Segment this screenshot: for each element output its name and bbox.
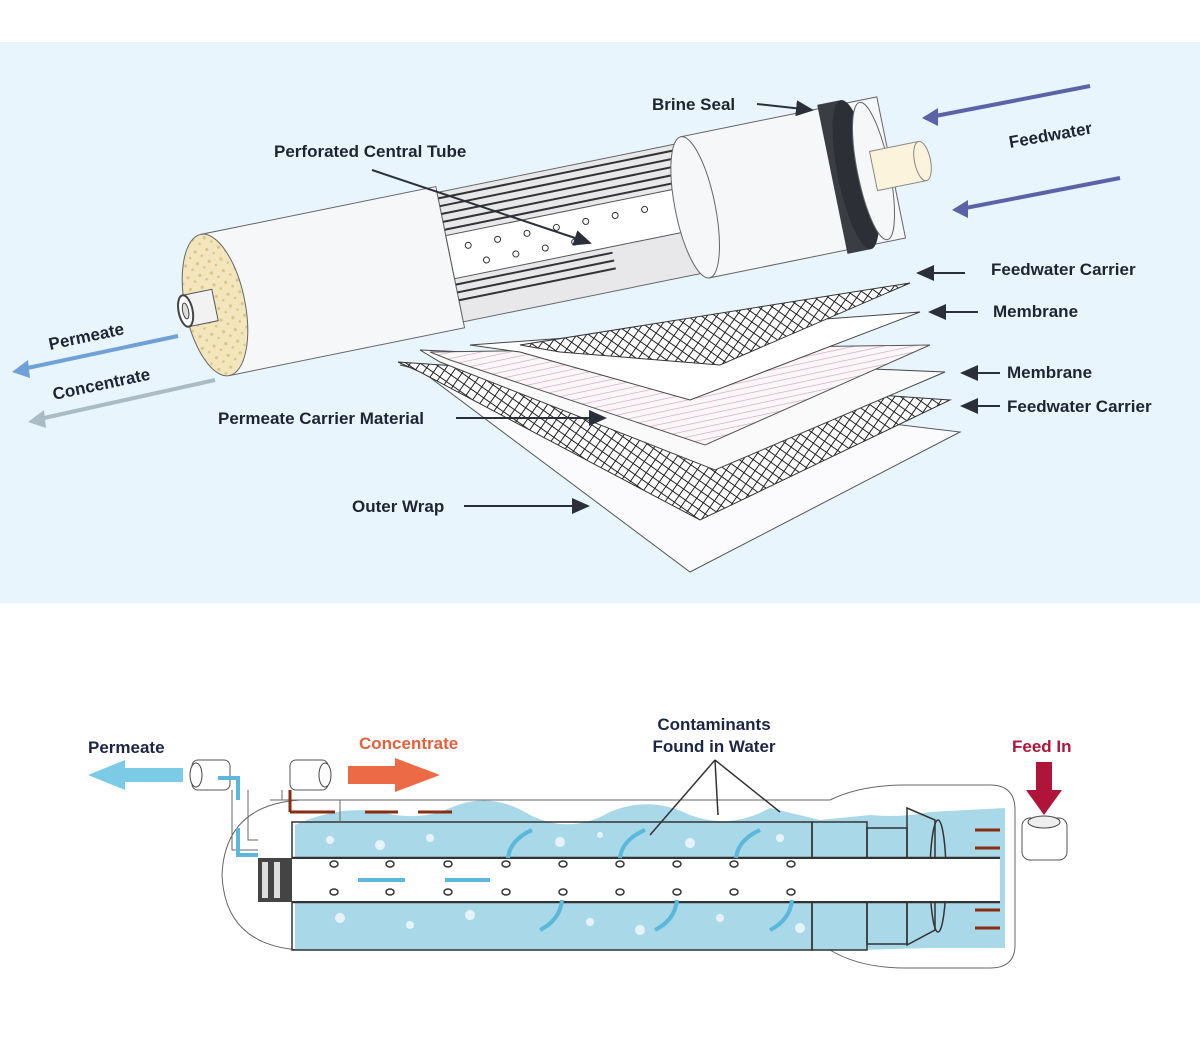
label-contaminants-line1: Contaminants [657, 715, 770, 734]
end-fitting [258, 858, 292, 902]
feedwater-arrow-lower [954, 176, 1121, 212]
label-contaminants-line2: Found in Water [652, 737, 775, 756]
label-membrane-2: Membrane [1007, 363, 1092, 382]
contaminants-pointer-lines [649, 759, 781, 836]
label-feedwater-carrier-1: Feedwater Carrier [991, 260, 1136, 279]
callout-arrows [371, 100, 1000, 514]
label-permeate-bottom: Permeate [88, 738, 165, 757]
label-feed-in: Feed In [1012, 737, 1072, 756]
permeate-arrow [17, 334, 179, 372]
label-membrane-1: Membrane [993, 302, 1078, 321]
tube-perforations [329, 860, 796, 896]
feedwater-carrier-sheet-upper [519, 282, 911, 366]
label-concentrate-bottom: Concentrate [359, 734, 458, 753]
permeate-tube [292, 859, 1000, 901]
membrane-layers [397, 282, 962, 573]
label-permeate-carrier-material: Permeate Carrier Material [218, 409, 424, 428]
label-outer-wrap: Outer Wrap [352, 497, 444, 516]
top-panel-background [0, 42, 1200, 603]
contaminant-particles [326, 832, 805, 935]
label-brine-seal: Brine Seal [652, 95, 735, 114]
label-perforated-central-tube: Perforated Central Tube [274, 142, 466, 161]
concentrate-arrow [34, 378, 216, 422]
feed-in-arrow [1026, 762, 1062, 815]
feedwater-arrow-upper [924, 84, 1091, 120]
concentrate-outlet-fitting [289, 759, 332, 791]
permeate-outlet-fitting [189, 759, 231, 791]
feed-inlet-fitting [1021, 815, 1068, 861]
concentrate-out-arrow [348, 758, 440, 792]
ro-flow-cross-section [88, 758, 1068, 969]
permeate-flow-arrows [218, 776, 794, 932]
concentrate-flow-arrows [288, 790, 1000, 930]
label-feedwater-carrier-2: Feedwater Carrier [1007, 397, 1152, 416]
permeate-out-arrow [88, 760, 183, 790]
permeate-outlet-fitting [177, 288, 219, 328]
